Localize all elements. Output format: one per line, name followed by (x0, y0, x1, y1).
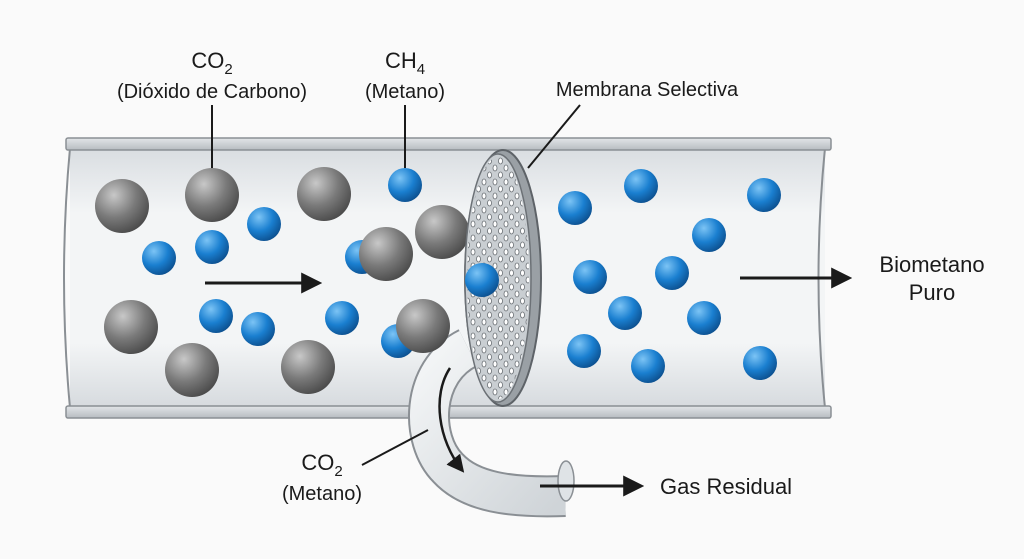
co2-molecule (185, 168, 239, 222)
co2-top-formula-main: CO (191, 48, 224, 73)
selective-membrane (464, 149, 542, 407)
ch4-molecule (743, 346, 777, 380)
ch4-molecule (655, 256, 689, 290)
ch4-formula-main: CH (385, 48, 417, 73)
biomethane-label-line2: Puro (909, 280, 955, 305)
co2-bottom-name: (Metano) (282, 483, 362, 505)
ch4-molecule (692, 218, 726, 252)
co2-molecule (104, 300, 158, 354)
co2-top-formula: CO2 (191, 48, 232, 78)
ch4-molecule (247, 207, 281, 241)
ch4-molecule (567, 334, 601, 368)
residual-gas-label: Gas Residual (660, 474, 792, 499)
leader-membrane (527, 104, 581, 169)
tube-outlet (557, 460, 575, 502)
co2-molecule (359, 227, 413, 281)
membrane-label: Membrana Selectiva (556, 79, 739, 101)
ch4-molecule (199, 299, 233, 333)
permeate-molecules (558, 169, 781, 383)
ch4-molecule (241, 312, 275, 346)
co2-molecule (415, 205, 469, 259)
ch4-molecule (631, 349, 665, 383)
tube-flow-arrow (438, 367, 465, 473)
co2-bottom-formula-main: CO (301, 450, 334, 475)
co2-bottom-formula-sub: 2 (334, 463, 342, 480)
co2-top-formula-sub: 2 (224, 61, 232, 78)
co2-molecule (297, 167, 351, 221)
ch4-molecule-passing (465, 263, 499, 297)
co2-molecule (165, 343, 219, 397)
ch4-molecule (747, 178, 781, 212)
ch4-formula: CH4 (385, 48, 425, 78)
ch4-molecule (687, 301, 721, 335)
residual-gas-tube (408, 329, 575, 518)
ch4-name: (Metano) (365, 81, 445, 103)
co2-molecule (281, 340, 335, 394)
ch4-molecule (388, 168, 422, 202)
feed-gas-molecules (95, 167, 469, 397)
leader-co2-bottom (361, 429, 429, 466)
ch4-molecule (608, 296, 642, 330)
biomethane-label-line1: Biometano (879, 252, 984, 277)
pipe-left-end (63, 147, 71, 409)
ch4-molecule (325, 301, 359, 335)
co2-molecule (95, 179, 149, 233)
co2-bottom-formula: CO2 (301, 450, 342, 480)
co2-top-name: (Dióxido de Carbono) (117, 81, 307, 103)
co2-molecule (396, 299, 450, 353)
ch4-formula-sub: 4 (417, 61, 425, 78)
ch4-molecule (624, 169, 658, 203)
ch4-molecule (142, 241, 176, 275)
ch4-molecule (573, 260, 607, 294)
ch4-molecule (195, 230, 229, 264)
ch4-molecule (558, 191, 592, 225)
pipe-top-rim (65, 137, 832, 151)
